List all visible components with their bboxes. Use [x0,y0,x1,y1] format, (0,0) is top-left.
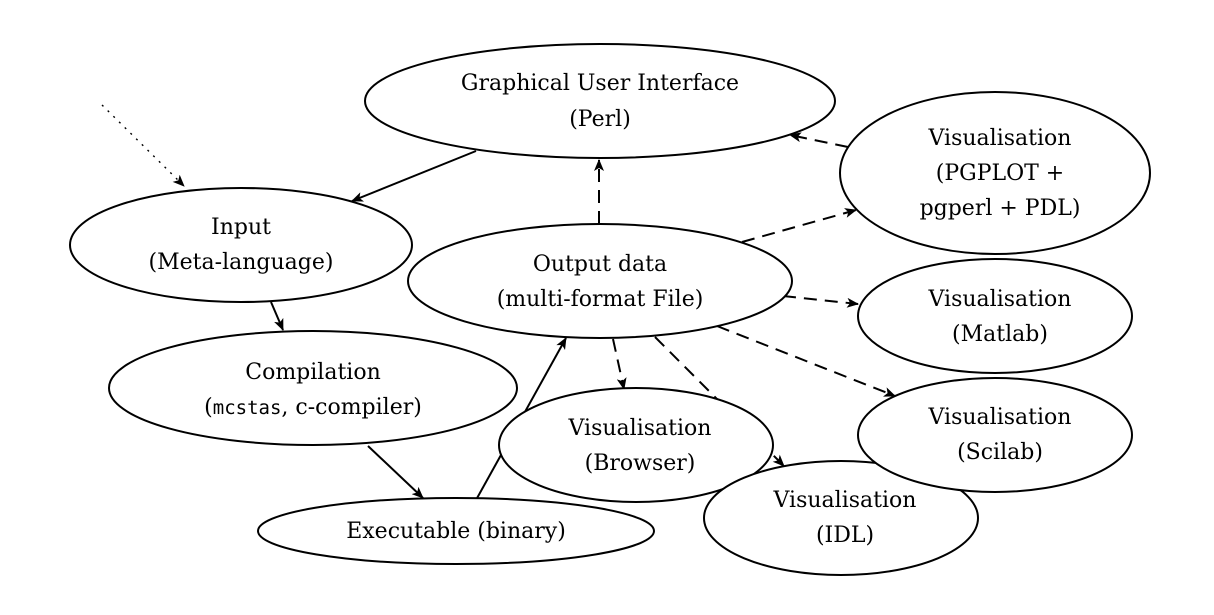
node-gui-shape [364,43,836,159]
node-compilation-shape [108,330,518,446]
node-vis-pgplot-subtitle-2: pgperl + PDL) [920,196,1081,221]
node-output-subtitle: (multi-format File) [497,287,704,312]
edge-input-to-compilation [270,301,284,331]
node-output-title: Output data [533,252,667,277]
node-vis-idl-shape [703,460,979,576]
node-vis-matlab-title: Visualisation [928,287,1072,312]
node-vis-pgplot-shape [839,91,1151,255]
edge-output-to-browser [612,338,627,390]
node-output: Output data (multi-format File) [407,223,793,339]
node-gui: Graphical User Interface (Perl) [364,43,836,159]
node-executable-title: Executable (binary) [346,519,566,544]
node-gui-subtitle: (Perl) [569,107,631,132]
node-compilation-paren: ( [204,395,213,420]
node-vis-idl-title: Visualisation [773,488,917,513]
node-vis-pgplot-subtitle: (PGPLOT + [936,161,1065,186]
node-vis-matlab-shape [857,258,1133,374]
node-vis-matlab-subtitle: (Matlab) [952,322,1048,347]
node-compilation-title: Compilation [245,360,381,385]
edge-compilation-to-executable [367,445,424,499]
node-executable: Executable (binary) [257,497,655,565]
node-vis-scilab: Visualisation (Scilab) [857,377,1133,493]
node-vis-scilab-title: Visualisation [928,405,1072,430]
node-vis-scilab-subtitle: (Scilab) [957,440,1043,465]
node-vis-browser-title: Visualisation [568,416,712,441]
edge-output-to-pgplot [741,208,857,243]
edge-output-to-scilab [716,325,896,397]
node-vis-matlab: Visualisation (Matlab) [857,258,1133,374]
node-input-shape [69,187,413,303]
node-input: Input (Meta-language) [69,187,413,303]
node-compilation-code: mcstas [213,397,282,419]
node-vis-scilab-shape [857,377,1133,493]
node-gui-title: Graphical User Interface [461,71,739,96]
edge-gui-to-input [351,150,477,202]
node-compilation-rest: , c-compiler) [281,395,421,420]
node-executable-shape [257,497,655,565]
node-output-shape [407,223,793,339]
node-vis-idl: Visualisation (IDL) [703,460,979,576]
edge-pgplot-to-gui [789,132,849,148]
node-input-title: Input [211,215,271,240]
node-vis-pgplot: Visualisation (PGPLOT + pgperl + PDL) [839,91,1151,255]
node-compilation-subtitle: (mcstas, c-compiler) [204,395,422,420]
node-compilation: Compilation (mcstas, c-compiler) [108,330,518,446]
node-vis-browser: Visualisation (Browser) [498,387,774,503]
node-vis-pgplot-title: Visualisation [928,126,1072,151]
edge-external-to-input [101,104,185,187]
node-vis-idl-subtitle: (IDL) [816,523,874,548]
node-vis-browser-subtitle: (Browser) [585,451,696,476]
node-input-subtitle: (Meta-language) [149,250,334,275]
node-vis-browser-shape [498,387,774,503]
edge-output-to-matlab [782,295,859,308]
